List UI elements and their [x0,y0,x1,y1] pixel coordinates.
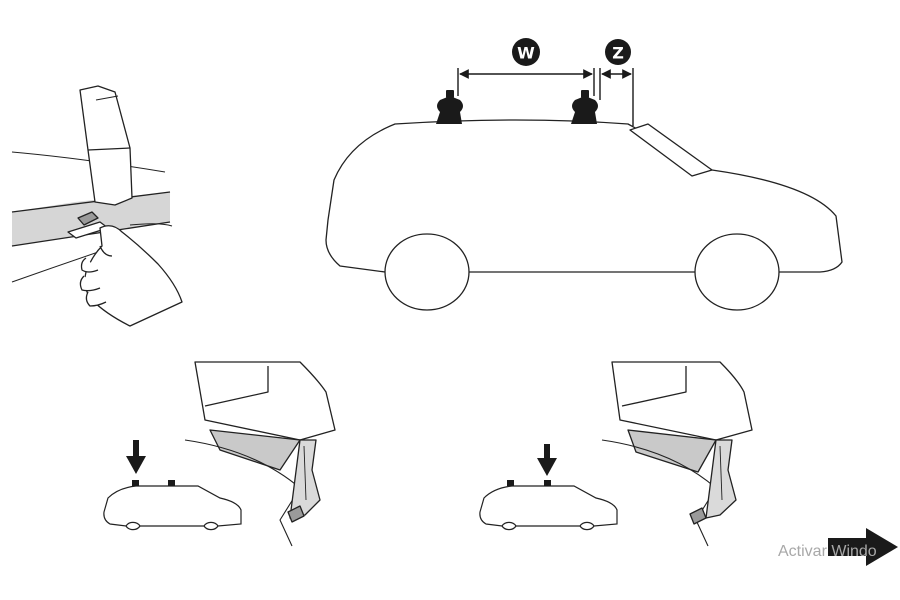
mini-car-front [103,480,242,531]
down-arrow-icon [537,444,557,476]
clamp-detail-rear [479,361,753,547]
down-arrow-icon [126,440,146,474]
front-wheel [384,271,470,311]
mini-car-rear [479,480,618,531]
hand-icon [79,225,183,327]
door-seal-detail [11,85,183,327]
car-side-view [325,90,843,311]
car-body [325,119,843,273]
dimension-w [457,68,595,96]
rack-foot-front [436,90,463,124]
label-w: W [517,44,535,63]
seal-clip [77,211,99,226]
door-pillar [79,85,133,206]
clamp-detail-front [103,361,336,547]
rear-window [629,123,713,177]
rear-wheel [694,271,780,311]
rack-foot-rear [571,90,598,124]
dimension-z [599,68,634,126]
windows-activation-watermark: Activar Windo [778,543,877,560]
next-arrow-icon[interactable] [828,528,898,566]
label-z-badge: Z [605,39,631,65]
label-z: Z [612,44,624,63]
label-w-badge: W [512,38,540,66]
